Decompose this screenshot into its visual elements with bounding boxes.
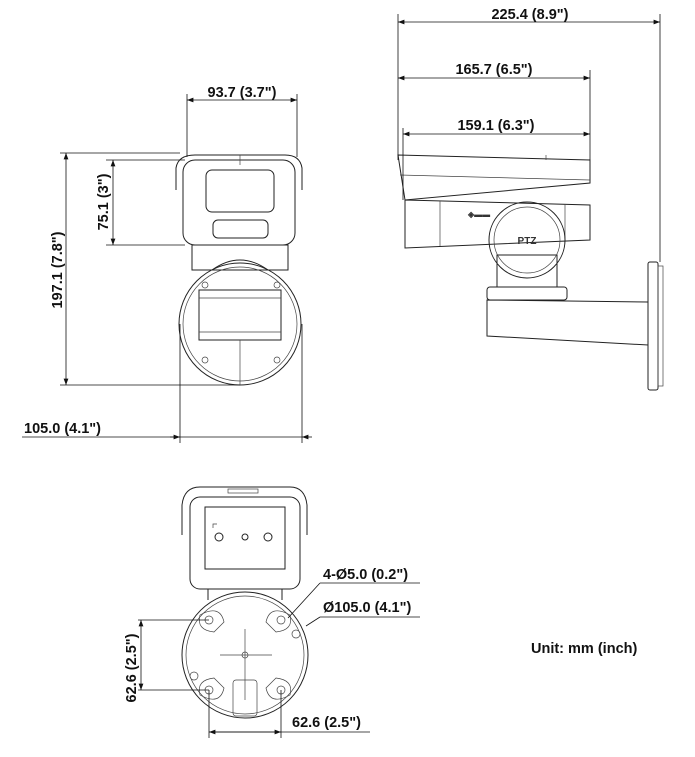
hole-label: 4-Ø5.0 (0.2")	[323, 567, 408, 583]
vertical-spacing-label: 62.6 (2.5")	[124, 633, 140, 702]
front-width-label: 93.7 (3.7")	[208, 85, 277, 101]
shield-length-label: 165.7 (6.5")	[455, 62, 532, 78]
diameter-label: Ø105.0 (4.1")	[323, 600, 411, 616]
total-length-label: 225.4 (8.9")	[491, 7, 568, 23]
side-view: ◈▬▬ PTZ	[397, 154, 664, 391]
housing-height-label: 75.1 (3")	[96, 173, 112, 230]
housing-length-label: 159.1 (6.3")	[457, 118, 534, 134]
ptz-marking: PTZ	[518, 236, 537, 247]
bottom-dimensions: 4-Ø5.0 (0.2") Ø105.0 (4.1") 62.6 (2.5") …	[124, 567, 420, 738]
base-width-label: 105.0 (4.1")	[24, 421, 101, 437]
total-height-label: 197.1 (7.8")	[50, 231, 66, 308]
bottom-view	[181, 486, 309, 719]
side-dimensions: 225.4 (8.9") 165.7 (6.5") 159.1 (6.3")	[397, 7, 661, 262]
brand-mark: ◈▬▬	[467, 210, 490, 219]
front-dimensions: 93.7 (3.7") 75.1 (3") 197.1 (7.8") 105.0…	[22, 85, 312, 443]
front-view	[175, 154, 303, 386]
horizontal-spacing-label: 62.6 (2.5")	[292, 715, 361, 731]
unit-label: Unit: mm (inch)	[531, 641, 637, 657]
